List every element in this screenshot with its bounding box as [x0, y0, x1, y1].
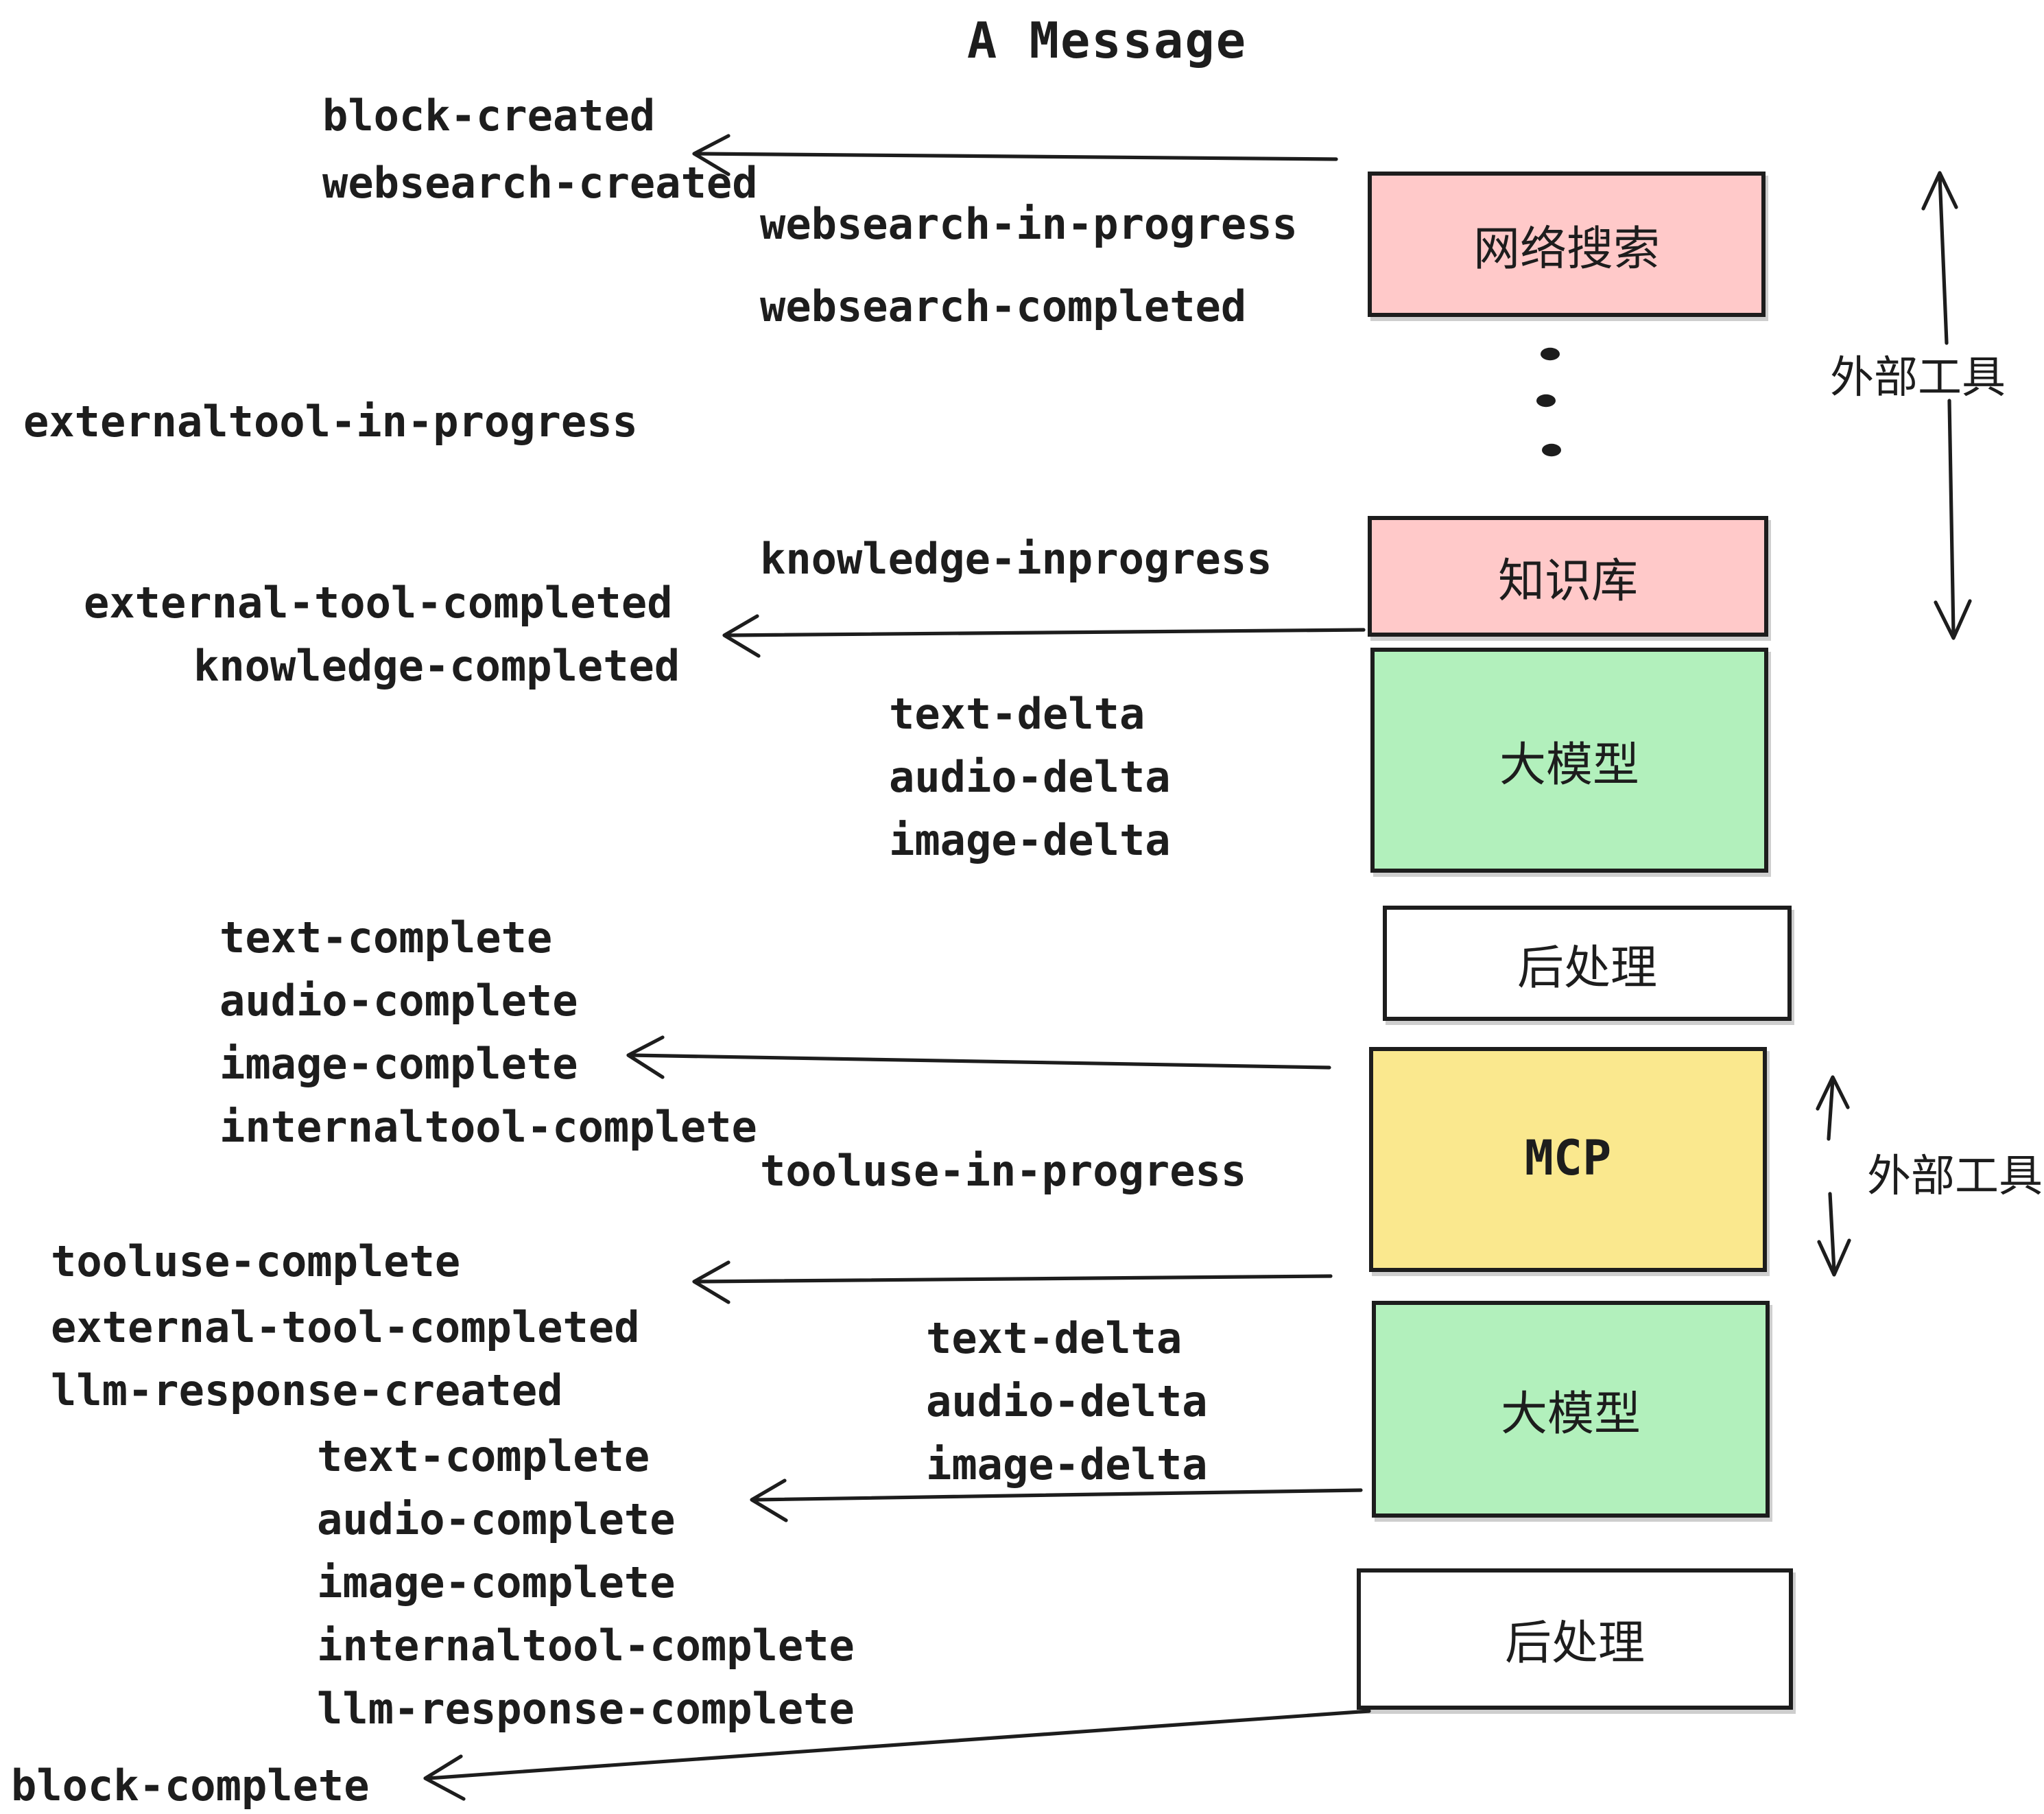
side-label-external-tools-1: 外部工具 — [1830, 351, 2006, 403]
vertical-ellipsis-icon — [1536, 347, 1561, 457]
event-label-websearch-in-progress: websearch-in-progress — [760, 200, 1298, 250]
external-tools-arrow-down-2 — [1817, 1192, 1851, 1277]
diagram-title: A Message — [966, 14, 1248, 70]
arrow-to-websearch-created — [692, 134, 1338, 176]
external-tools-arrow-up-2 — [1816, 1075, 1850, 1141]
event-label-externaltool-in-progress: externaltool-in-progress — [23, 398, 638, 447]
event-label-audio-delta: audio-delta — [889, 753, 1171, 803]
event-label-internaltool-complete-2: internaltool-complete — [317, 1622, 855, 1671]
event-label-image-complete: image-complete — [219, 1040, 578, 1089]
event-label-knowledge-completed: knowledge-completed — [193, 642, 680, 692]
box-postprocess-1: 后处理 — [1383, 906, 1792, 1021]
event-label-text-delta: text-delta — [889, 690, 1145, 740]
event-label-block-created: block-created — [322, 92, 656, 141]
box-websearch: 网络搜索 — [1368, 172, 1766, 317]
event-label-audio-complete: audio-complete — [219, 977, 578, 1026]
event-label-text-complete-2: text-complete — [317, 1433, 650, 1482]
arrow-to-tooluse-complete — [692, 1260, 1333, 1304]
event-label-text-delta-2: text-delta — [926, 1315, 1183, 1364]
external-tools-arrow-up-1 — [1921, 171, 1958, 345]
box-knowledge: 知识库 — [1368, 516, 1768, 637]
event-label-tooluse-complete: tooluse-complete — [51, 1238, 461, 1287]
box-postprocess-2: 后处理 — [1357, 1568, 1793, 1710]
arrow-to-knowledge-completed — [722, 614, 1366, 658]
event-label-image-delta: image-delta — [889, 816, 1171, 866]
event-label-knowledge-inprogress: knowledge-inprogress — [760, 535, 1272, 585]
event-label-audio-delta-2: audio-delta — [926, 1378, 1208, 1427]
event-label-websearch-created: websearch-created — [322, 159, 758, 209]
event-label-llm-response-created: llm-response-created — [51, 1367, 563, 1416]
box-llm-1: 大模型 — [1370, 648, 1768, 873]
event-label-tooluse-in-progress: tooluse-in-progress — [760, 1147, 1247, 1197]
event-label-external-tool-completed: external-tool-completed — [84, 579, 673, 628]
event-label-llm-response-complete: llm-response-complete — [317, 1685, 855, 1734]
event-label-external-tool-completed-2: external-tool-completed — [51, 1304, 640, 1353]
event-label-internaltool-complete: internaltool-complete — [219, 1103, 757, 1153]
arrow-to-image-complete — [626, 1035, 1331, 1079]
box-llm-2: 大模型 — [1372, 1301, 1770, 1518]
event-label-text-complete: text-complete — [219, 914, 553, 963]
box-mcp: MCP — [1369, 1047, 1767, 1272]
event-label-websearch-completed: websearch-completed — [760, 283, 1247, 332]
side-label-external-tools-2: 外部工具 — [1867, 1150, 2043, 1202]
event-label-image-delta-2: image-delta — [926, 1441, 1208, 1490]
external-tools-arrow-down-1 — [1934, 399, 1972, 640]
event-label-audio-complete-2: audio-complete — [317, 1496, 676, 1545]
event-label-block-complete: block-complete — [11, 1762, 370, 1811]
event-label-image-complete-2: image-complete — [317, 1559, 676, 1608]
